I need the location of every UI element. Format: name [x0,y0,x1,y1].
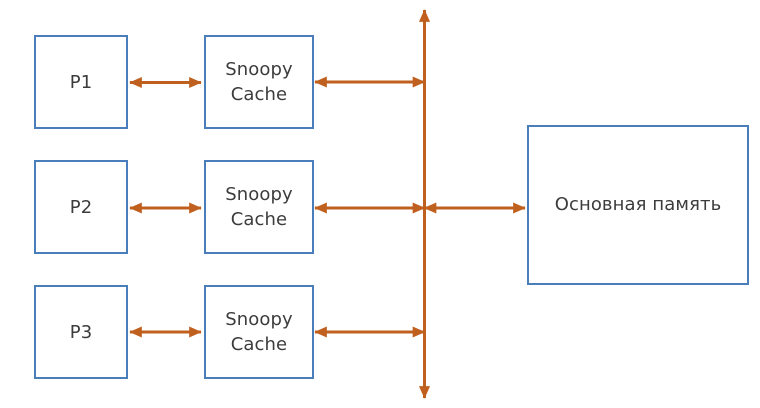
snoopy-cache-label-1: Snoopy Cache [225,59,293,105]
snoopy-cache-box-1[interactable]: Snoopy Cache [204,35,314,129]
processor-box-p1[interactable]: P1 [34,35,128,129]
main-memory-box[interactable]: Основная память [527,125,749,285]
processor-label-p3: P3 [69,321,93,343]
processor-label-p2: P2 [69,196,93,218]
snoopy-cache-label-2: Snoopy Cache [225,184,293,230]
processor-box-p3[interactable]: P3 [34,285,128,379]
processor-label-p1: P1 [69,71,93,93]
snoopy-cache-box-3[interactable]: Snoopy Cache [204,285,314,379]
main-memory-label: Основная память [554,194,722,215]
snoopy-cache-box-2[interactable]: Snoopy Cache [204,160,314,254]
snoopy-cache-label-3: Snoopy Cache [225,309,293,355]
processor-box-p2[interactable]: P2 [34,160,128,254]
